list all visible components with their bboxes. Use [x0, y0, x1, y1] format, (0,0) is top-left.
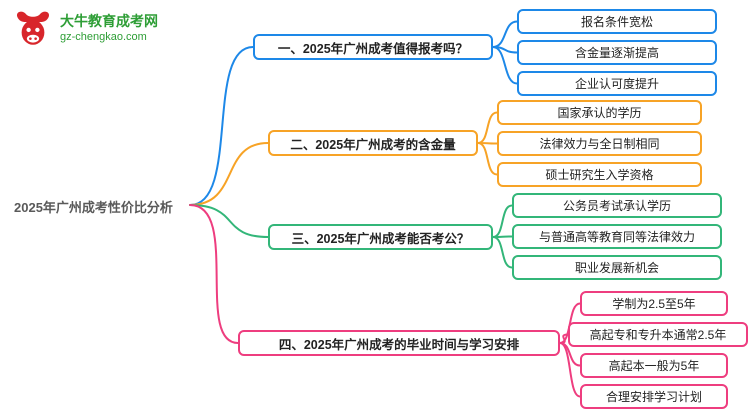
link-b3-c2	[492, 235, 513, 238]
link-b1-c3	[492, 46, 518, 85]
link-b3-c3	[492, 236, 513, 269]
root-node: 2025年广州成考性价比分析	[14, 200, 173, 215]
child-node-1-2: 含金量逐渐提高	[517, 40, 717, 65]
child-node-1-1: 报名条件宽松	[517, 9, 717, 34]
link-b4-c2	[559, 333, 569, 344]
child-node-2-3: 硕士研究生入学资格	[497, 162, 702, 187]
child-node-4-3: 高起本一般为5年	[580, 353, 728, 378]
child-node-3-2: 与普通高等教育同等法律效力	[512, 224, 722, 249]
child-node-3-3: 职业发展新机会	[512, 255, 722, 280]
link-b2-c2	[477, 142, 498, 145]
link-root-branch4	[189, 204, 239, 344]
child-node-2-2: 法律效力与全日制相同	[497, 131, 702, 156]
child-node-4-1: 学制为2.5至5年	[580, 291, 728, 316]
site-domain: gz-chengkao.com	[60, 30, 147, 43]
child-node-1-3: 企业认可度提升	[517, 71, 717, 96]
link-root-branch2	[189, 142, 269, 206]
link-b2-c1	[477, 111, 498, 144]
link-b1-c1	[492, 20, 518, 48]
link-b4-c4	[559, 342, 581, 398]
child-node-2-1: 国家承认的学历	[497, 100, 702, 125]
branch-node-4: 四、2025年广州成考的毕业时间与学习安排	[238, 330, 560, 356]
branch-node-2: 二、2025年广州成考的含金量	[268, 130, 478, 156]
link-b2-c3	[477, 142, 498, 176]
link-root-branch3	[189, 204, 269, 238]
link-root-branch1	[189, 46, 254, 206]
link-b3-c1	[492, 204, 513, 238]
branch-node-1: 一、2025年广州成考值得报考吗？	[253, 34, 493, 60]
site-name: 大牛教育成考网	[60, 13, 158, 30]
child-node-3-1: 公务员考试承认学历	[512, 193, 722, 218]
link-b1-c2	[492, 46, 518, 54]
bull-icon	[16, 11, 50, 45]
child-node-4-4: 合理安排学习计划	[580, 384, 728, 409]
branch-node-3: 三、2025年广州成考能否考公？	[268, 224, 493, 250]
site-logo: 大牛教育成考网 gz-chengkao.com	[12, 8, 158, 50]
child-node-4-2: 高起专和专升本通常2.5年	[568, 322, 748, 347]
